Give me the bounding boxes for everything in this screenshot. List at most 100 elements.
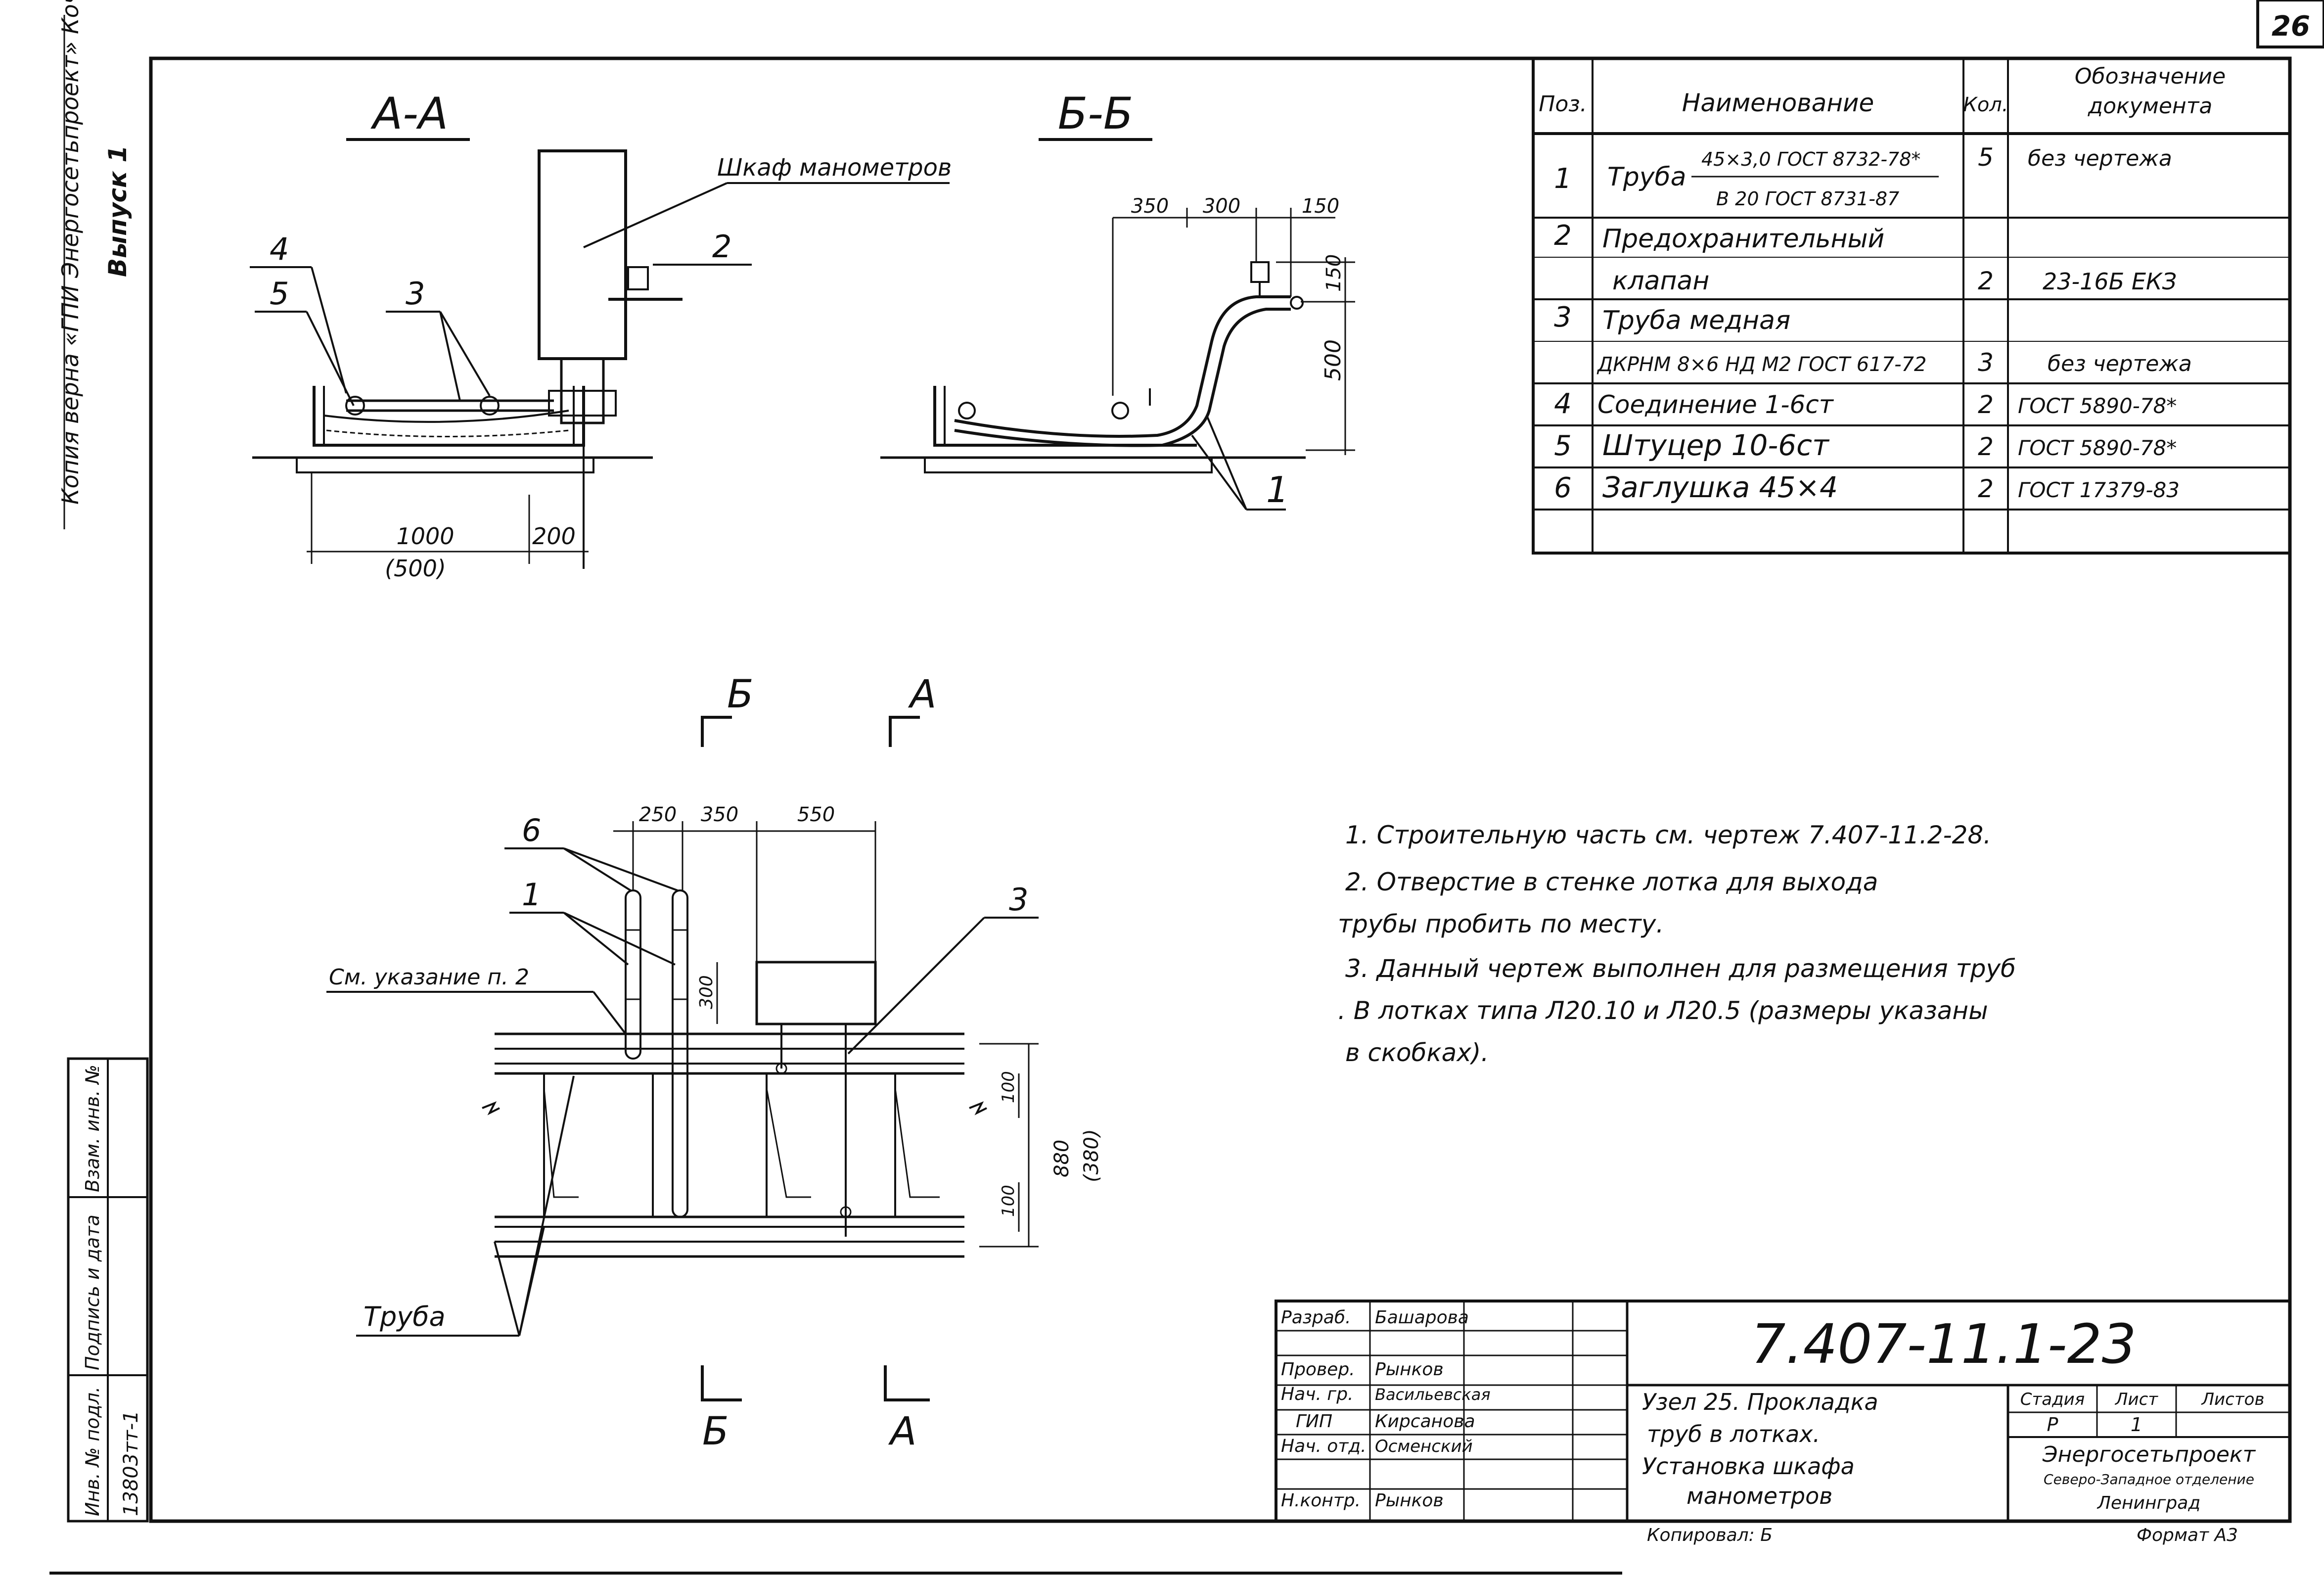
cabinet-plan <box>755 961 877 1025</box>
row6-doc: ГОСТ 5890-78* <box>2018 394 2177 418</box>
row1-doc: без чертежа <box>2028 146 2172 171</box>
row6-qty: 2 <box>1978 390 1994 419</box>
name-checker: Рынков <box>1375 1359 1444 1380</box>
section-bb-title: Б-Б <box>1058 88 1134 139</box>
org-city: Ленинград <box>2096 1493 2200 1513</box>
note-3b: . В лотках типа Л20.10 и Л20.5 (размеры … <box>1338 996 1988 1025</box>
row8-doc: ГОСТ 17379-83 <box>2018 478 2180 502</box>
row2-name: Предохранительный <box>1602 224 1884 254</box>
row8-qty: 2 <box>1978 474 1994 503</box>
callout-1-bb: 1 <box>1266 469 1289 511</box>
section-bb: Б-Б 350 300 150 150 500 1 <box>880 88 1355 511</box>
row5-qty: 3 <box>1978 348 1994 377</box>
sheet-number-box: 26 <box>2256 0 2324 48</box>
section-aa-title: А-А <box>370 88 448 139</box>
stage-label: Стадия <box>2020 1390 2085 1409</box>
note-3c: в скобках). <box>1345 1038 1489 1067</box>
gauge-cabinet <box>538 149 627 360</box>
dim-100a-plan: 100 <box>999 1071 1018 1103</box>
row1-name-top: 45×3,0 ГОСТ 8732-78* <box>1701 148 1920 170</box>
left-stamp-strip: Взам. инв. № Подпись и дата Инв. № подл.… <box>67 1057 149 1523</box>
cut-marks: Б А Б А <box>701 672 936 1454</box>
role-checker: Провер. <box>1281 1359 1355 1380</box>
dim-500-bb: 500 <box>1321 339 1346 381</box>
callout-1-plan: 1 <box>522 877 541 913</box>
vzam-inv-label: Взам. инв. № <box>82 1065 103 1192</box>
note-ref-plan: См. указание п. 2 <box>329 965 529 990</box>
org-sub: Северо-Западное отделение <box>2044 1471 2254 1488</box>
section-aa: А-А Шкаф манометров 4 5 3 <box>250 88 952 582</box>
row4-pos: 3 <box>1554 301 1572 333</box>
row1-pos: 1 <box>1554 163 1572 195</box>
role-chief-engineer: ГИП <box>1296 1411 1332 1432</box>
cut-mark-a-top: А <box>908 672 936 717</box>
issue-label: Выпуск 1 <box>103 145 132 277</box>
row3-doc: 23-16Б ЕКЗ <box>2043 268 2177 295</box>
role-norm-control: Н.контр. <box>1281 1490 1361 1511</box>
dim-1000-aa: 1000 <box>396 523 454 550</box>
name-norm-control: Рынков <box>1375 1490 1444 1511</box>
callout-6-plan: 6 <box>522 812 541 848</box>
pipe-label-plan: Труба <box>364 1301 446 1332</box>
row3-name: клапан <box>1612 266 1709 296</box>
row7-qty: 2 <box>1978 432 1994 461</box>
row6-pos: 4 <box>1554 388 1572 420</box>
dim-200-aa: 200 <box>532 523 576 550</box>
header-qty: Кол. <box>1963 93 2008 116</box>
inv-value: 13803тт-1 <box>120 1410 142 1516</box>
note-2b: трубы пробить по месту. <box>1338 910 1664 938</box>
dim-380-plan: (380) <box>1080 1129 1103 1182</box>
role-group-head: Нач. гр. <box>1281 1384 1354 1404</box>
note-1: 1. Строительную часть см. чертеж 7.407-1… <box>1345 821 1991 849</box>
callout-3-aa: 3 <box>406 276 425 312</box>
row7-name: Штуцер 10-6ст <box>1602 428 1830 462</box>
callout-3-plan: 3 <box>1009 882 1028 918</box>
role-dept-head: Нач. отд. <box>1281 1436 1367 1456</box>
org-name: Энергосетьпроект <box>2042 1442 2256 1467</box>
dim-150-right-bb: 150 <box>1322 254 1345 292</box>
title-block: Разраб. Провер. Нач. гр. ГИП Нач. отд. Н… <box>1275 1300 2291 1545</box>
callout-4-aa: 4 <box>270 231 289 267</box>
row6-name: Соединение 1-6ст <box>1597 390 1834 419</box>
sheet-value: 1 <box>2131 1414 2142 1436</box>
row2-pos: 2 <box>1554 220 1572 252</box>
header-doc: Обозначение документа <box>2074 64 2226 119</box>
dim-100b-plan: 100 <box>999 1185 1018 1217</box>
header-name: Наименование <box>1682 89 1874 117</box>
row5-name: ДКРНМ 8×6 НД М2 ГОСТ 617-72 <box>1596 353 1926 376</box>
name-dept-head: Осменский <box>1375 1437 1473 1456</box>
role-developer: Разраб. <box>1281 1307 1351 1328</box>
dim-300-plan: 300 <box>696 975 717 1009</box>
stage-value: Р <box>2047 1414 2058 1436</box>
row3-qty: 2 <box>1978 267 1994 295</box>
note-2a: 2. Отверстие в стенке лотка для выхода <box>1345 868 1878 896</box>
dim-500-aa: (500) <box>385 555 446 582</box>
dim-350-bb: 350 <box>1131 195 1169 218</box>
row4-name: Труба медная <box>1602 306 1790 335</box>
left-margin: Копия верна «ГПИ Энергосетьпроект» Кочет… <box>57 0 132 529</box>
callout-2-aa: 2 <box>712 229 731 265</box>
row1-name-bottom: В 20 ГОСТ 8731-87 <box>1716 188 1899 210</box>
sheet-number: 26 <box>2272 10 2310 43</box>
inv-label: Инв. № подл. <box>82 1387 103 1516</box>
spec-table: Поз. Наименование Кол. Обозначение докум… <box>1532 57 2291 555</box>
row7-doc: ГОСТ 5890-78* <box>2018 436 2177 460</box>
title-line-4: манометров <box>1686 1483 1832 1509</box>
doc-number: 7.407-11.1-23 <box>1751 1312 2136 1376</box>
title-line-1: Узел 25. Прокладка <box>1642 1389 1878 1415</box>
cut-mark-b-top: Б <box>727 672 754 717</box>
row1-name: Труба <box>1607 162 1686 192</box>
title-line-2: труб в лотках. <box>1647 1421 1820 1447</box>
cabinet-label: Шкаф манометров <box>717 154 952 182</box>
copied-label: Копировал: Б <box>1647 1525 1773 1545</box>
cut-mark-b-bottom: Б <box>702 1409 729 1454</box>
sheet-frame <box>149 56 2292 1523</box>
dim-880-plan: 880 <box>1050 1140 1073 1177</box>
row8-name: Заглушка 45×4 <box>1602 470 1838 504</box>
row1-qty: 5 <box>1978 143 1994 172</box>
general-notes: 1. Строительную часть см. чертеж 7.407-1… <box>1338 821 2016 1067</box>
row7-pos: 5 <box>1554 430 1572 462</box>
cut-mark-a-bottom: А <box>888 1409 916 1454</box>
name-group-head: Васильевская <box>1375 1385 1491 1404</box>
